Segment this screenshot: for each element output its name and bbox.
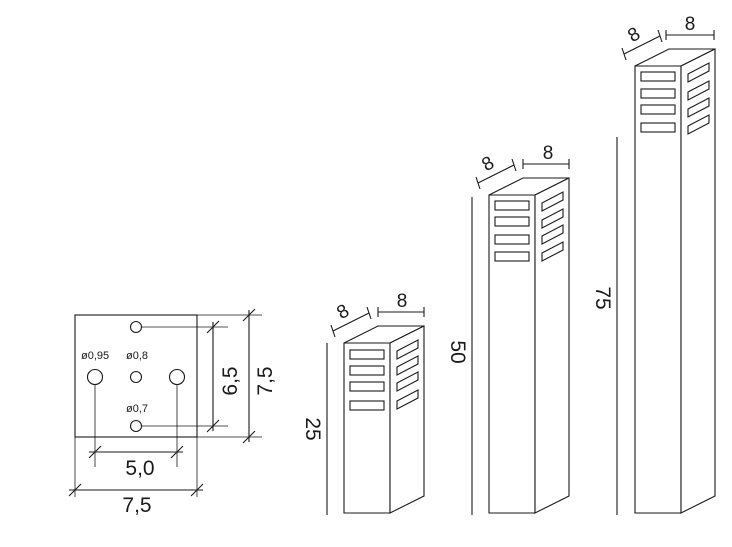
- tick-7-5-h-left: [68, 483, 82, 497]
- label-depth: 8: [333, 300, 353, 323]
- dim-line-depth: [623, 35, 661, 55]
- tick-depth-a: [621, 47, 627, 61]
- label-plate-side-vertical: 7,5: [254, 366, 277, 395]
- label-width: 8: [543, 143, 554, 164]
- column-medium-side: [534, 177, 570, 514]
- slot: [349, 381, 385, 392]
- label-depth: 8: [624, 23, 644, 46]
- base-plate: ø0,95 ø0,8 ø0,7 6,5 7,5 5,0 7,5: [68, 308, 277, 517]
- slot: [541, 208, 564, 229]
- label-depth: 8: [478, 152, 498, 175]
- dim-line-depth: [477, 164, 515, 184]
- label-width: 8: [685, 14, 696, 35]
- tick-6-5-bottom: [206, 419, 220, 433]
- hole-right: [168, 368, 186, 386]
- slot: [687, 114, 710, 135]
- slot: [640, 71, 676, 82]
- tick-depth-b: [511, 158, 517, 172]
- column-short: 25 8 8: [301, 291, 425, 515]
- tick-depth-b: [366, 306, 372, 320]
- hole-bottom: [129, 419, 143, 433]
- slot: [541, 241, 564, 262]
- tick-5-0-left: [88, 445, 102, 459]
- slot: [396, 371, 419, 392]
- tick-depth-a: [330, 324, 336, 338]
- dim-line-depth: [332, 312, 370, 332]
- hole-center: [129, 370, 143, 384]
- label-plate-side-horizontal: 7,5: [122, 494, 151, 517]
- slot: [687, 62, 710, 83]
- label-height: 75: [591, 286, 614, 309]
- column-tall-front: [634, 65, 682, 514]
- tick-7-5-v-top: [242, 308, 256, 322]
- tick-depth-a: [475, 176, 481, 190]
- slot: [640, 104, 676, 115]
- slot: [494, 216, 530, 227]
- slot: [640, 122, 676, 133]
- column-medium-front: [488, 194, 536, 514]
- tick-depth-b: [657, 29, 663, 43]
- slot: [494, 234, 530, 245]
- column-tall-side: [680, 48, 716, 514]
- label-height: 50: [446, 340, 469, 363]
- column-medium: 50 8 8: [446, 143, 570, 515]
- slot: [494, 251, 530, 262]
- plate-outline: [74, 314, 198, 438]
- label-spacing-vertical: 6,5: [219, 366, 242, 395]
- slot: [541, 191, 564, 212]
- label-spacing-horizontal: 5,0: [125, 457, 154, 480]
- tick-5-0-right: [170, 445, 184, 459]
- slot: [349, 400, 385, 411]
- tick-7-5-h-right: [190, 483, 204, 497]
- label-hole-center: ø0,8: [126, 350, 148, 362]
- column-short-front: [343, 342, 391, 514]
- slot: [396, 355, 419, 376]
- slot: [687, 97, 710, 118]
- slot: [349, 365, 385, 376]
- slot: [541, 224, 564, 245]
- slot: [349, 349, 385, 360]
- label-hole-large: ø0,95: [81, 350, 109, 362]
- tick-7-5-v-bottom: [242, 430, 256, 444]
- column-tall: 75 8 8: [591, 14, 716, 515]
- hole-left: [86, 368, 104, 386]
- slot: [494, 200, 530, 211]
- label-hole-small: ø0,7: [126, 403, 148, 415]
- slot: [396, 339, 419, 360]
- hole-top: [129, 320, 143, 334]
- tick-6-5-top: [206, 320, 220, 334]
- slot: [640, 88, 676, 99]
- label-height: 25: [301, 417, 324, 440]
- label-width: 8: [397, 291, 408, 312]
- slot: [687, 80, 710, 101]
- slot: [396, 389, 419, 410]
